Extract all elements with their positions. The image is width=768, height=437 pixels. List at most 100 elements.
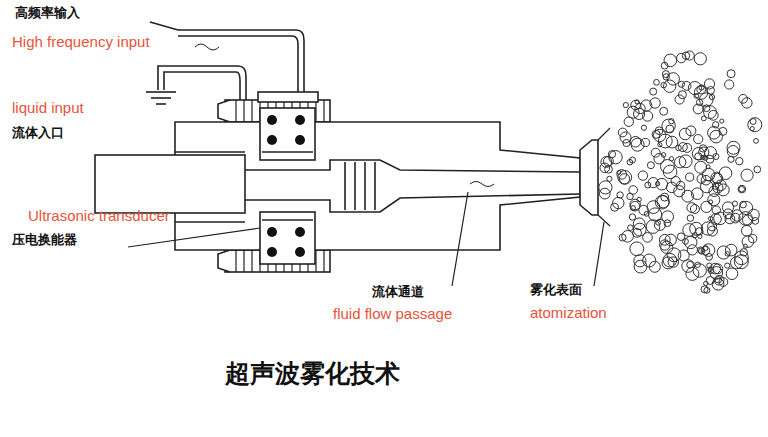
droplet (715, 277, 721, 283)
droplet (630, 136, 641, 147)
droplet (634, 108, 645, 119)
droplet (694, 135, 703, 144)
droplet (617, 192, 623, 198)
droplet (657, 196, 669, 208)
droplet (664, 220, 671, 227)
droplet (704, 281, 708, 285)
droplet (650, 88, 657, 95)
droplet (661, 160, 675, 174)
droplet (618, 171, 632, 185)
droplet (662, 71, 669, 78)
droplet (644, 211, 649, 216)
part-label: fluid flow passage (333, 306, 452, 323)
droplet (654, 79, 660, 85)
part-label: 高频率输入 (15, 6, 80, 20)
droplet (707, 226, 717, 236)
droplet (658, 143, 662, 147)
droplet (628, 225, 634, 231)
droplet (630, 242, 644, 256)
droplet (643, 233, 653, 243)
droplet (655, 127, 663, 135)
part-label: 压电换能器 (12, 233, 77, 247)
droplet (726, 268, 738, 280)
droplet (700, 180, 713, 193)
droplet (666, 125, 674, 133)
droplet (709, 200, 713, 204)
droplet (660, 107, 668, 115)
droplet (695, 161, 707, 173)
droplet (647, 162, 654, 169)
droplet (661, 241, 673, 253)
droplet (739, 212, 753, 226)
droplet (727, 141, 740, 154)
droplet (694, 53, 706, 65)
part-label: 流体通道 (372, 285, 424, 299)
droplet (645, 182, 651, 188)
droplet (630, 199, 641, 210)
droplet (732, 201, 737, 206)
droplet (706, 165, 710, 169)
droplet (710, 263, 721, 274)
droplet (706, 254, 713, 261)
droplet (660, 240, 670, 250)
droplet (650, 98, 660, 108)
droplet (739, 186, 745, 192)
droplet (742, 236, 754, 248)
droplet (704, 287, 710, 293)
droplet (714, 275, 724, 285)
droplet (624, 117, 633, 126)
droplet (739, 94, 748, 103)
droplet (713, 173, 723, 183)
droplet (713, 183, 723, 193)
droplet (731, 257, 743, 269)
droplet (713, 264, 723, 274)
droplet (741, 169, 753, 181)
droplet (686, 267, 699, 280)
droplet (646, 220, 660, 234)
droplet (638, 171, 647, 180)
droplet (633, 218, 645, 230)
droplet (727, 70, 735, 78)
droplet (685, 236, 697, 248)
droplet (740, 201, 747, 208)
droplet (748, 118, 762, 132)
droplet (682, 82, 691, 91)
droplet (656, 182, 660, 186)
droplet (609, 151, 622, 164)
droplet (619, 174, 629, 184)
droplet (662, 119, 675, 132)
droplet (690, 205, 699, 214)
droplet (685, 51, 694, 60)
droplet (654, 154, 664, 164)
droplet (607, 176, 612, 181)
droplet (701, 222, 714, 235)
droplet (743, 244, 747, 248)
droplet (630, 201, 640, 211)
droplet (656, 178, 668, 190)
droplet (641, 138, 649, 146)
droplet (719, 167, 732, 180)
part-label: 雾化表面 (530, 283, 582, 297)
diagram-title: 超声波雾化技术 (225, 360, 400, 388)
part-label: High frequency input (12, 34, 150, 51)
droplet (655, 195, 669, 209)
droplet (686, 126, 696, 136)
droplet (675, 157, 686, 168)
droplet (664, 80, 676, 92)
droplet (623, 139, 630, 146)
droplet (698, 234, 702, 238)
droplet (717, 246, 730, 259)
droplet (647, 201, 660, 214)
droplet (725, 80, 734, 89)
droplet (667, 248, 681, 262)
droplet (664, 54, 677, 67)
droplet (692, 148, 704, 160)
droplet (687, 215, 694, 222)
droplet (631, 206, 636, 211)
droplet (629, 214, 635, 220)
droplet (619, 234, 626, 241)
droplet (700, 93, 714, 107)
part-label: atomization (530, 305, 607, 322)
droplet (601, 157, 612, 168)
